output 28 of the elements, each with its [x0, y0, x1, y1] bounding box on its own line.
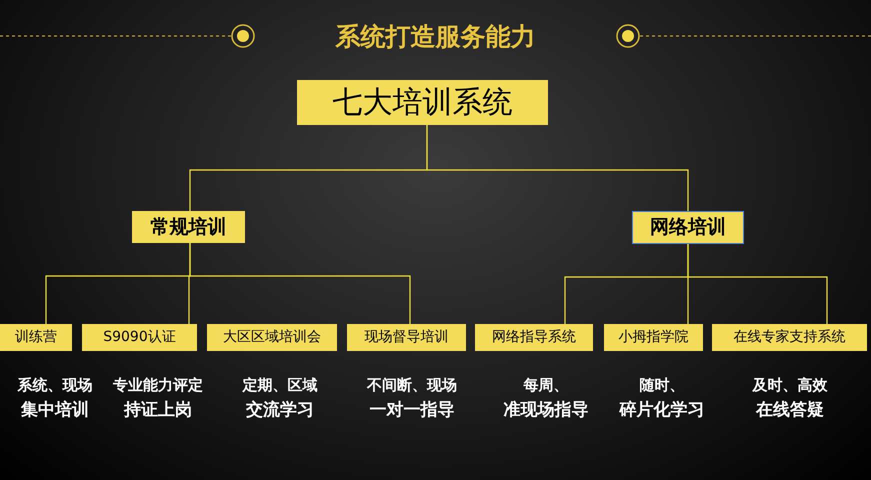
caption-text: 随时、	[638, 375, 686, 396]
caption-text: 专业能力评定	[112, 375, 204, 396]
label-box: 网络指导系统	[475, 324, 593, 351]
caption-text: 一对一指导	[368, 399, 456, 422]
caption-text: 不间断、现场	[366, 375, 458, 396]
caption-text: 交流学习	[245, 399, 315, 422]
caption-text: 准现场指导	[502, 399, 590, 422]
caption-text: 持证上岗	[122, 399, 193, 422]
caption-text: 及时、高效	[751, 375, 828, 396]
label-box: 小拇指学院	[604, 324, 703, 351]
label-box: 在线专家支持系统	[712, 324, 867, 351]
label-box: 现场督导培训	[347, 324, 466, 351]
label-box: 七大培训系统	[297, 80, 548, 125]
caption-text: 集中培训	[20, 399, 90, 422]
label-box: 常规培训	[132, 211, 245, 243]
caption-text: 定期、区域	[241, 375, 318, 396]
label-box: S9090认证	[82, 324, 197, 351]
caption-text: 碎片化学习	[618, 399, 706, 422]
connector-line	[189, 243, 411, 324]
connector-line	[426, 125, 689, 211]
title: 系统打造服务能力	[334, 21, 536, 53]
caption-text: 每周、	[522, 375, 570, 396]
label-box: 网络培训	[632, 211, 744, 244]
caption-text: 系统、现场	[16, 375, 94, 396]
label-box: 训练营	[0, 324, 72, 351]
label-box: 大区区域培训会	[207, 324, 337, 351]
caption-text: 在线答疑	[754, 399, 825, 422]
connector-line	[687, 244, 828, 324]
